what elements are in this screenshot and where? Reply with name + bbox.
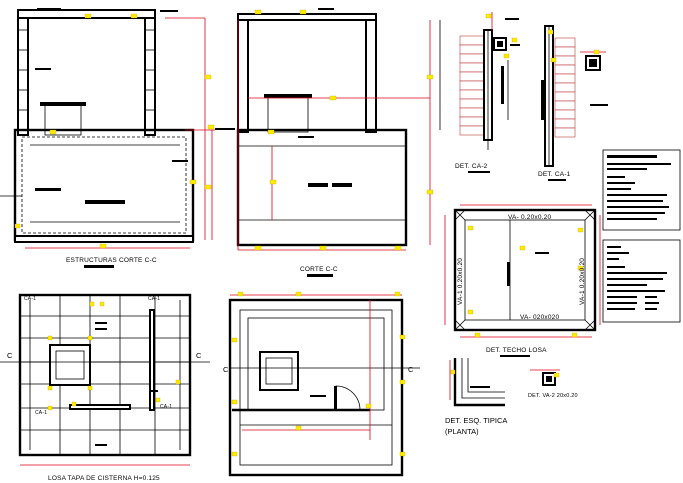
- label-ca1-c: CA-1: [35, 410, 47, 416]
- base-slab: [14, 235, 194, 243]
- label-va-bottom: VA- 020x020: [520, 314, 559, 321]
- planta-cisterna: [228, 291, 420, 477]
- det-ca2-detail: [459, 12, 520, 150]
- label-va-right: VA-1 0.20x0.20: [579, 258, 586, 305]
- label-det-techo-losa: DET. TECHO LOSA: [486, 347, 547, 354]
- det-va2-detail: [530, 369, 560, 386]
- det-techo-losa-plan: [444, 204, 601, 338]
- cistern-inner-dashed: [21, 136, 187, 234]
- label-det-esq-planta: (PLANTA): [445, 427, 479, 436]
- left-wall-upper: [17, 9, 29, 136]
- label-corte-cc: CORTE C-C: [300, 266, 338, 273]
- det-ca1-detail: [541, 25, 608, 167]
- notes-block-1: [602, 149, 681, 231]
- corte-cistern-outline: [236, 128, 408, 247]
- cut-marker-c-plan-left: C: [223, 365, 229, 374]
- label-estructuras-corte: ESTRUCTURAS CORTE C-C: [66, 257, 157, 264]
- label-losa-tapa: LOSA TAPA DE CISTERNA H=0.125: [48, 475, 160, 482]
- cut-marker-c-plan-right: C: [408, 365, 414, 374]
- cut-marker-c-left: C: [7, 351, 13, 360]
- label-det-ca1: DET. CA-1: [538, 171, 571, 178]
- cut-marker-c-right: C: [196, 351, 202, 360]
- label-ca1-a: CA-1: [24, 296, 36, 302]
- right-wall-upper: [144, 9, 156, 136]
- notes-block-2: [602, 239, 681, 323]
- neck-cap: [40, 102, 86, 106]
- wall-hatch: [18, 29, 155, 111]
- losa-tapa-plan: [0, 293, 210, 457]
- label-ca1-d: CA-1: [160, 404, 172, 410]
- estructuras-corte-section: [0, 8, 235, 249]
- label-det-va2: DET. VA-2 20x0.20: [528, 393, 578, 399]
- det-esq-tipica: [449, 358, 505, 407]
- label-ca1-b: CA-1: [148, 296, 160, 302]
- cistern-outline: [13, 128, 195, 242]
- floor-label-block: [85, 200, 125, 204]
- label-va-top: VA- 0.20x0.20: [508, 214, 551, 221]
- label-det-esq-tipica: DET. ESQ. TIPICA: [445, 416, 507, 425]
- label-det-ca2: DET. CA-2: [455, 163, 488, 170]
- corte-cc-section: [236, 8, 441, 251]
- label-va-left: VA-1 0.20x0.20: [457, 258, 464, 305]
